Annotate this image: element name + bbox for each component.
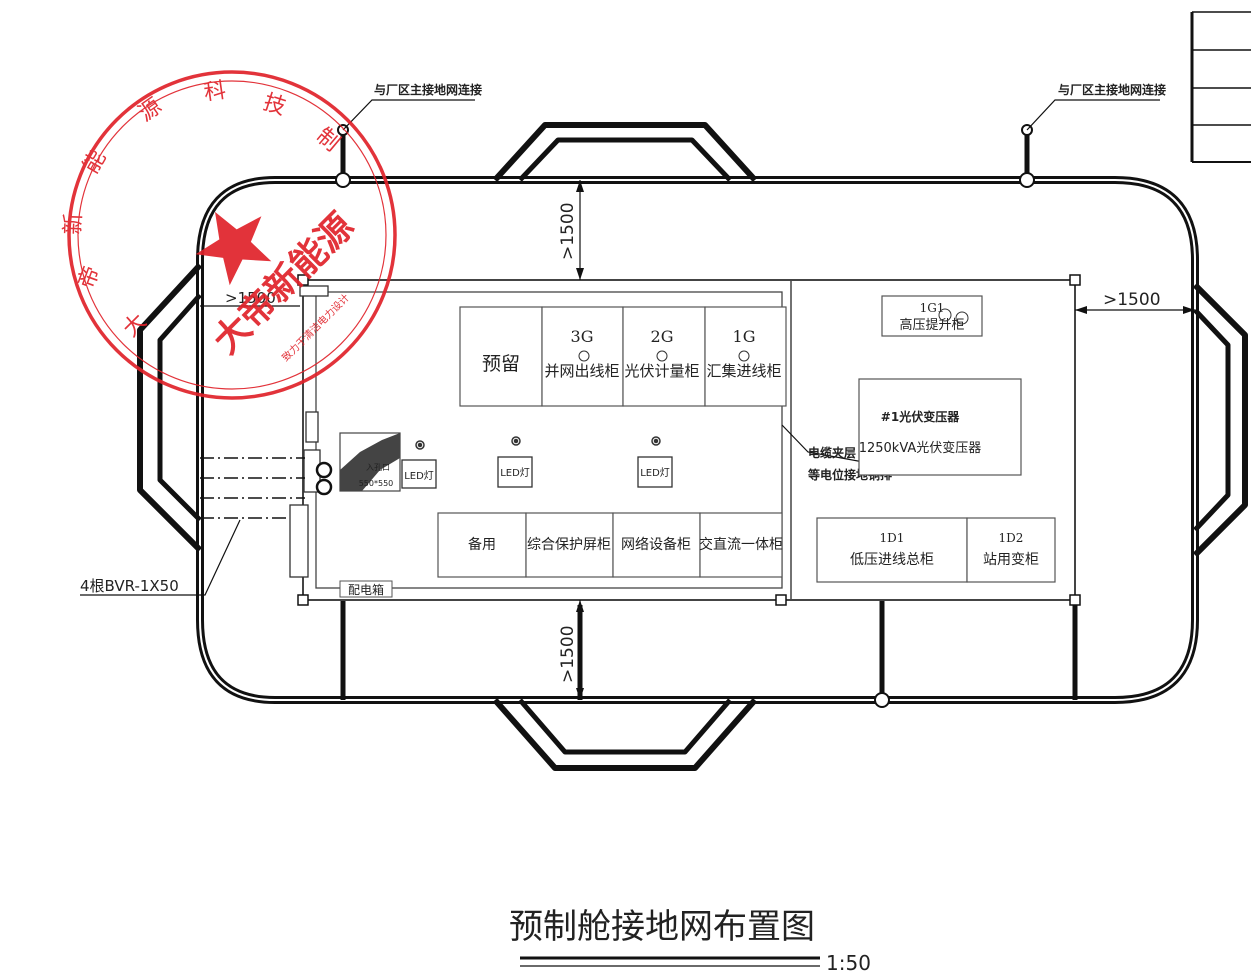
led-label-2: LED灯 <box>500 467 530 479</box>
cabinet-2g-code: 2G <box>651 327 674 346</box>
drawing-title: 预制舱接地网布置图 <box>509 907 815 947</box>
entrance-hatch <box>339 432 401 492</box>
cabinet-spare: 备用 <box>468 536 496 553</box>
hv-indicator-lamps <box>938 308 969 325</box>
connector-circles <box>315 461 333 496</box>
dim-right: >1500 <box>1103 290 1161 310</box>
cabinet-network: 网络设备柜 <box>621 536 691 553</box>
led-lights <box>401 456 673 489</box>
cabinet-1g-code: 1G <box>733 327 756 346</box>
stamp-ring-7: 技 <box>260 90 289 121</box>
hv-cabinet-box <box>881 295 983 337</box>
ground-note-right: 与厂区主接地网连接 <box>1058 82 1166 97</box>
cabinet-2g-name: 光伏计量柜 <box>624 362 699 380</box>
led-label-1: LED灯 <box>404 470 434 482</box>
cabinet-reserved: 预留 <box>482 353 520 375</box>
ground-leaders <box>342 99 1160 131</box>
cabinets-bottom-boxes <box>437 512 783 578</box>
cabinet-indicator-lamps <box>578 350 750 362</box>
stamp-ring-5: 源 <box>134 94 166 127</box>
lv-cabinet-1d2-name: 站用变柜 <box>983 552 1039 568</box>
cabinets-top-boxes <box>459 306 787 407</box>
distribution-box <box>339 580 393 598</box>
cabinet-protection: 综合保护屏柜 <box>527 537 611 553</box>
dimension-arrows <box>576 180 1195 700</box>
led-light-sensors <box>415 436 661 450</box>
ground-note-left: 与厂区主接地网连接 <box>374 82 482 97</box>
transformer-line1: #1光伏变压器 <box>881 409 960 424</box>
stamp-ring-3: 新 <box>61 212 87 235</box>
hv-cabinet-code: 1G1 <box>920 301 945 315</box>
entrance-name: 入孔口 <box>366 463 390 472</box>
tray-leader <box>781 424 881 466</box>
lv-cabinet-1d1-name: 低压进线总柜 <box>850 552 934 568</box>
cabinet-acdc: 交直流一体柜 <box>699 536 783 553</box>
company-stamp: 大 帝 新 能 源 科 技 制 大帝新能源 致力于清洁电力设计 <box>61 70 397 400</box>
title-block <box>1190 11 1251 163</box>
ground-loop-inner-line <box>199 179 1196 701</box>
entrance-size: 550*550 <box>359 479 394 488</box>
stamp-ring-6: 科 <box>202 78 227 106</box>
dim-left: >1500 <box>225 289 276 307</box>
tray-label-line1: 电缆夹层 <box>808 445 856 460</box>
cable-entry-lines <box>200 457 305 519</box>
transformer-box <box>858 378 1022 476</box>
container-corner-posts <box>297 274 1081 606</box>
cabinet-3g-code: 3G <box>571 327 594 346</box>
hv-cabinet-name: 高压提升柜 <box>899 317 964 333</box>
stamp-ring-4: 能 <box>79 146 112 178</box>
transformer-line2: 1250kVA光伏变压器 <box>859 440 982 456</box>
stamp-ring-1: 大 <box>119 309 152 342</box>
led-label-3: LED灯 <box>640 467 670 479</box>
cabinet-1g-name: 汇集进线柜 <box>706 362 781 380</box>
title-underline <box>520 956 820 967</box>
ground-extensions <box>137 122 1248 771</box>
lv-cabinet-boxes <box>816 517 1056 583</box>
cabinet-3g-name: 并网出线柜 <box>544 362 619 380</box>
wall-fittings <box>289 285 329 578</box>
dim-top: >1500 <box>558 202 578 260</box>
drawing-scale: 1:50 <box>826 951 871 975</box>
distribution-box-label: 配电箱 <box>348 582 384 597</box>
dim-bottom: >1500 <box>558 625 578 683</box>
lv-cabinet-1d2-code: 1D2 <box>999 531 1024 545</box>
lv-cabinet-1d1-code: 1D1 <box>880 531 905 545</box>
dimension-lines <box>200 180 1195 700</box>
cable-label: 4根BVR-1X50 <box>80 577 179 595</box>
stamp-star-icon <box>195 211 272 286</box>
cable-leader <box>80 519 241 596</box>
